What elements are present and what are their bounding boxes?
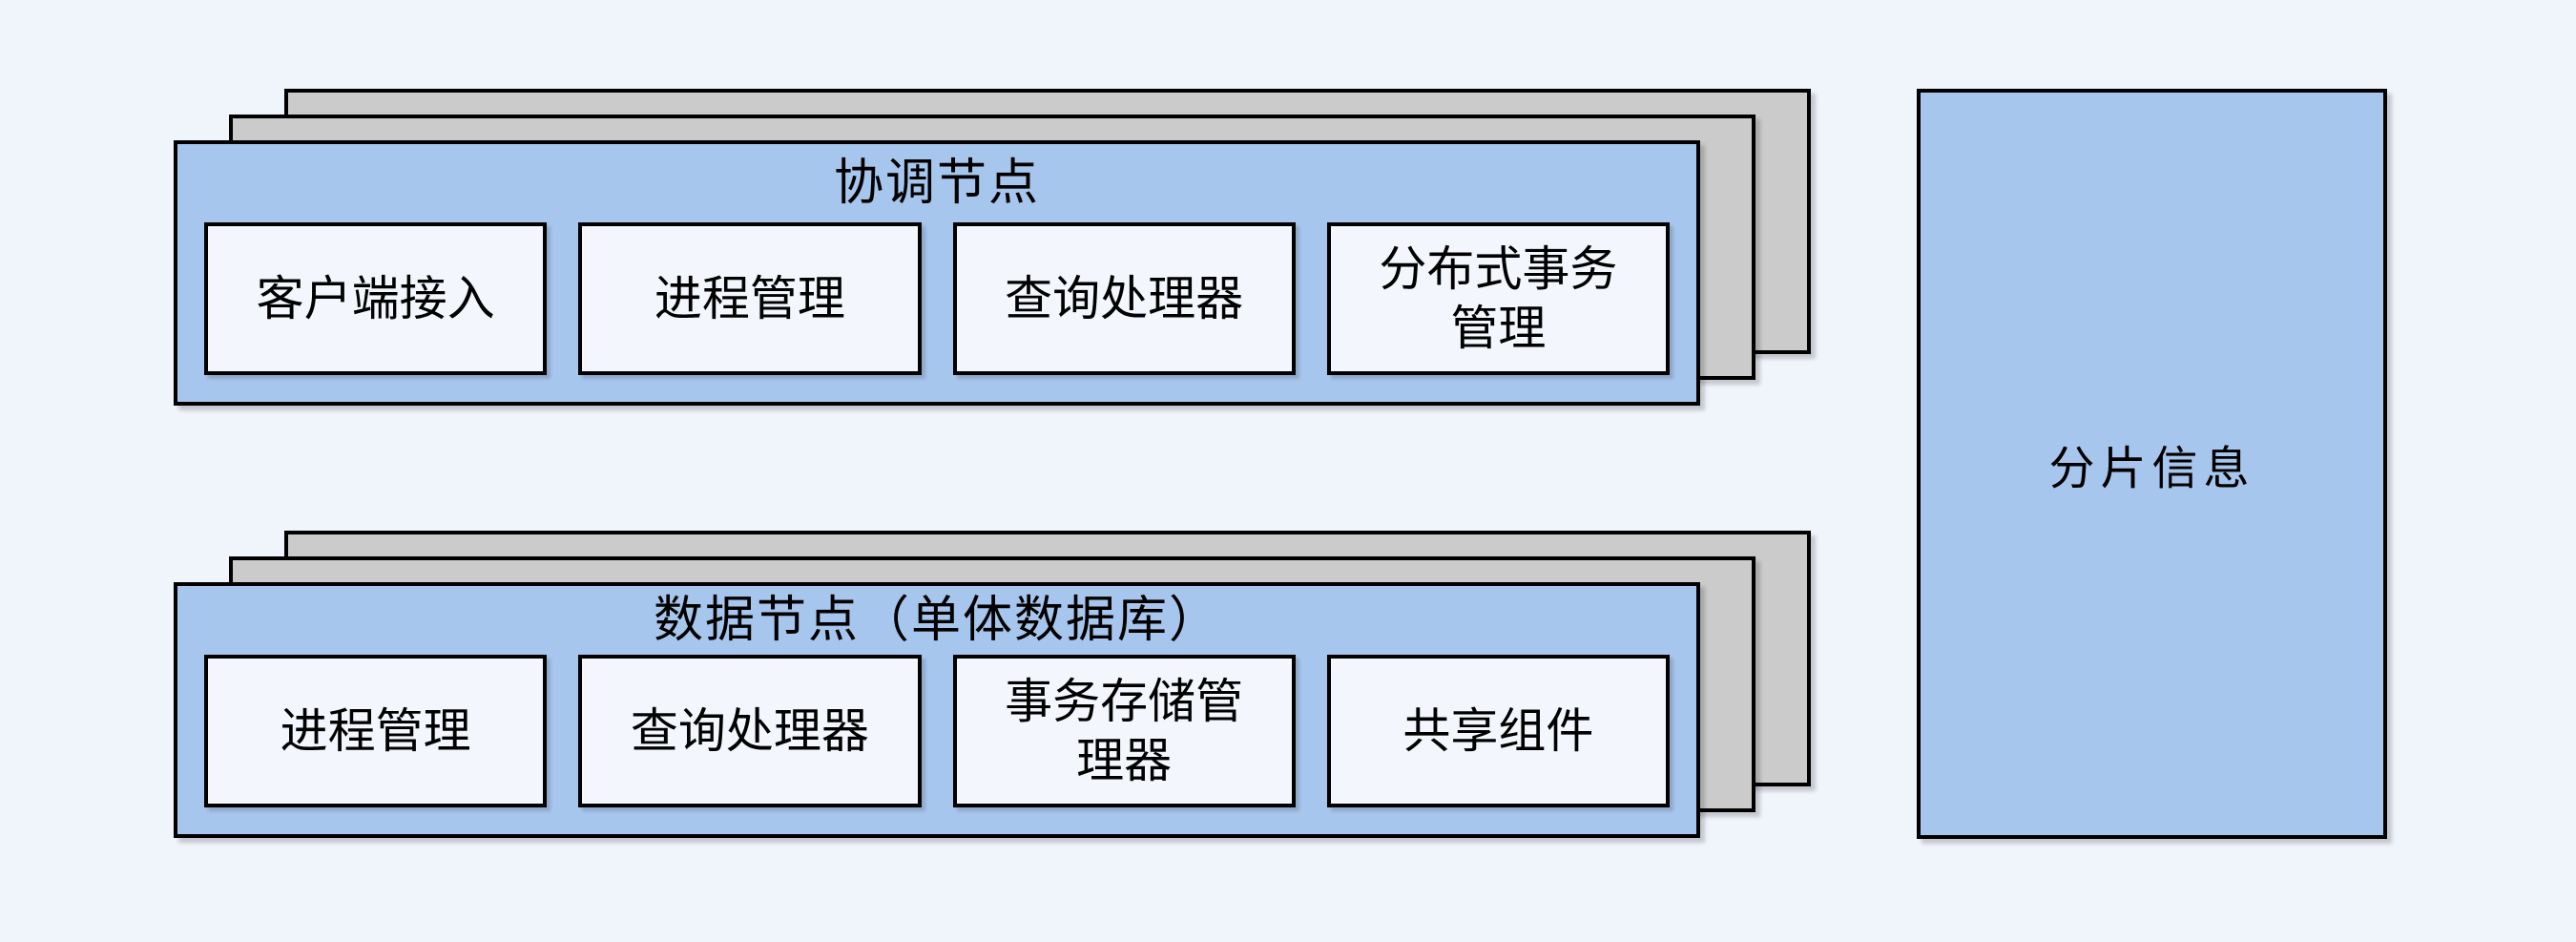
coordinator-node-box: 协调节点 客户端接入 进程管理 查询处理器 分布式事务 管理 — [174, 140, 1700, 406]
module-query-processor: 查询处理器 — [578, 655, 922, 807]
module-client-access: 客户端接入 — [204, 222, 548, 375]
shard-info-box: 分片信息 — [1917, 89, 2387, 839]
data-node-box: 数据节点（单体数据库） 进程管理 查询处理器 事务存储管 理器 共享组件 — [174, 582, 1700, 838]
coordinator-node-title: 协调节点 — [833, 156, 1040, 211]
module-process-management: 进程管理 — [204, 655, 548, 807]
data-node-title: 数据节点（单体数据库） — [653, 593, 1220, 648]
module-process-management: 进程管理 — [578, 222, 922, 375]
module-distributed-transaction-management: 分布式事务 管理 — [1326, 222, 1670, 375]
module-query-processor: 查询处理器 — [952, 222, 1296, 375]
shard-info-label: 分片信息 — [2048, 444, 2255, 494]
coordinator-module-row: 客户端接入 进程管理 查询处理器 分布式事务 管理 — [177, 222, 1696, 402]
module-shared-components: 共享组件 — [1326, 655, 1670, 807]
data-node-module-row: 进程管理 查询处理器 事务存储管 理器 共享组件 — [177, 655, 1696, 834]
module-transaction-storage-manager: 事务存储管 理器 — [952, 655, 1296, 807]
